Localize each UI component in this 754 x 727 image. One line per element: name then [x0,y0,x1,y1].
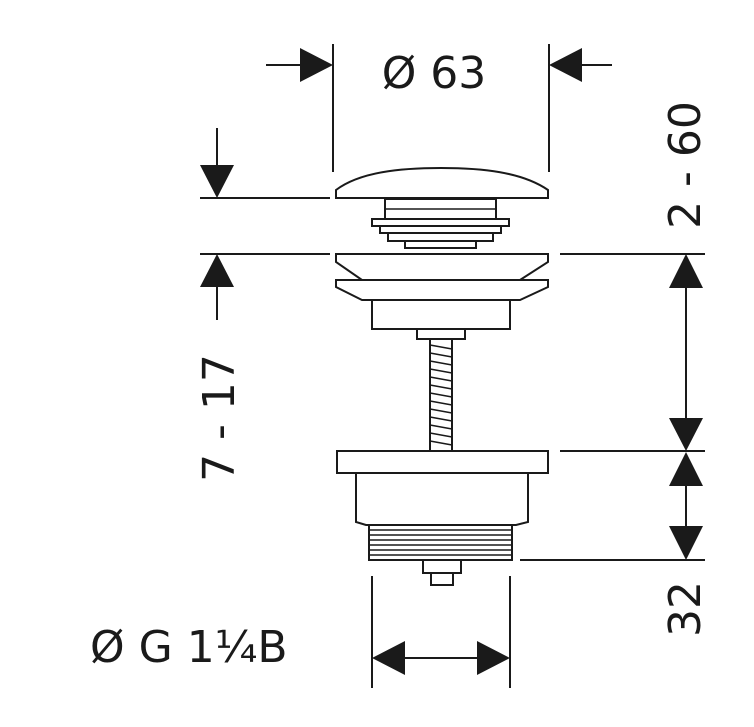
dimension-length-range: 7 - 17 [194,128,330,482]
dimension-diameter-top: Ø 63 [266,44,612,172]
waste-flange [335,253,549,330]
diameter-top-label: Ø 63 [382,48,487,99]
valve-cap [335,166,549,249]
dimension-thread: Ø G 1¼B [90,576,511,688]
dimension-bottom-height: 32 [660,452,711,637]
length-range-label: 7 - 17 [194,354,245,482]
dimension-height-range: 2 - 60 [520,101,711,561]
waste-body [336,450,549,586]
bottom-height-label: 32 [660,581,711,637]
height-range-label: 2 - 60 [660,101,711,229]
thread-spec-label: Ø G 1¼B [90,622,288,673]
spring-stem [416,328,466,452]
